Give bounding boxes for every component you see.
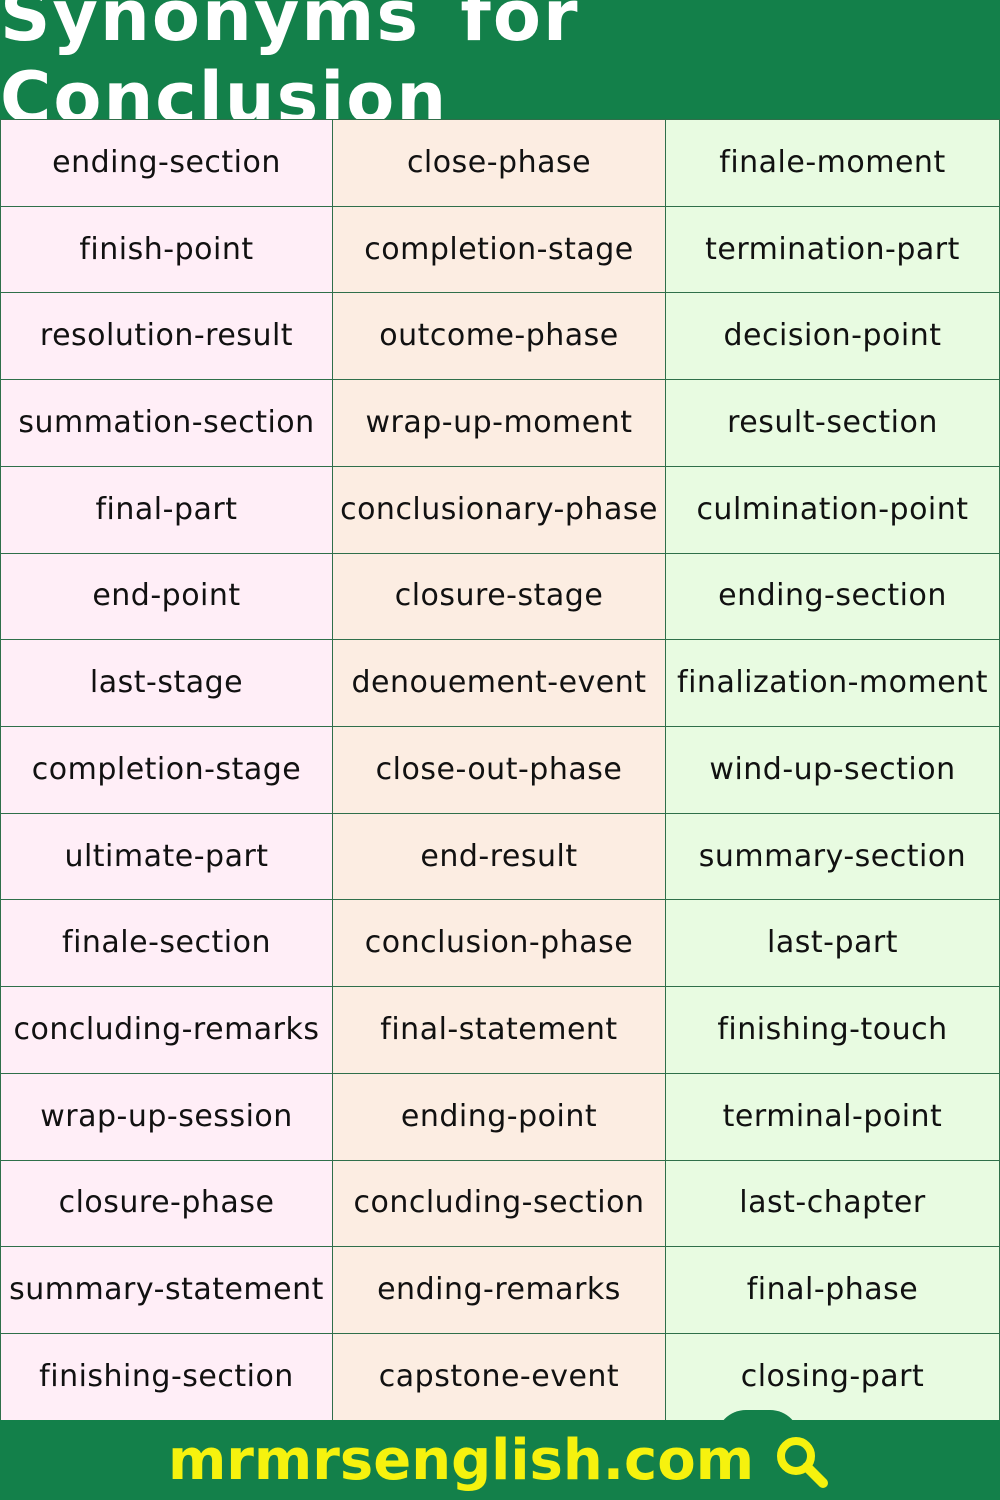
table-cell: finishing-section xyxy=(0,1334,333,1421)
table-cell: concluding-section xyxy=(333,1160,666,1248)
table-cell: conclusion-phase xyxy=(333,900,666,988)
table-cell: final-statement xyxy=(333,987,666,1074)
table-cell: summation-section xyxy=(0,380,333,467)
table-cell: close-out-phase xyxy=(333,727,666,814)
table-cell: wind-up-section xyxy=(666,727,1000,814)
table-cell: summary-statement xyxy=(0,1247,333,1335)
table-cell: conclusionary-phase xyxy=(333,466,666,554)
table-cell: termination-part xyxy=(666,206,1000,294)
table-cell: closing-part xyxy=(666,1334,1000,1421)
table-cell: ending-section xyxy=(0,120,333,207)
table-cell: end-result xyxy=(333,813,666,901)
table-cell: finale-moment xyxy=(666,120,1000,207)
table-cell: wrap-up-moment xyxy=(333,380,666,467)
table-cell: last-stage xyxy=(0,640,333,728)
table-cell: denouement-event xyxy=(333,640,666,728)
table-cell: finale-section xyxy=(0,900,333,988)
table-cell: culmination-point xyxy=(666,466,1000,554)
table-cell: terminal-point xyxy=(666,1073,1000,1161)
table-cell: ending-point xyxy=(333,1073,666,1161)
table-cell: finishing-touch xyxy=(666,987,1000,1074)
table-cell: summary-section xyxy=(666,813,1000,901)
table-cell: closure-phase xyxy=(0,1160,333,1248)
table-cell: wrap-up-session xyxy=(0,1073,333,1161)
search-icon xyxy=(772,1430,832,1490)
page-title: Synonyms for Conclusion xyxy=(0,0,580,139)
footer-banner: mrmrsenglish.com xyxy=(0,1420,1000,1500)
website-link[interactable]: mrmrsenglish.com xyxy=(167,1427,755,1493)
title-banner: Synonyms for Conclusion xyxy=(0,0,1000,139)
table-cell: ultimate-part xyxy=(0,813,333,901)
table-cell: end-point xyxy=(0,553,333,641)
table-cell: finalization-moment xyxy=(666,640,1000,728)
table-cell: resolution-result xyxy=(0,293,333,381)
table-cell: final-part xyxy=(0,466,333,554)
table-cell: decision-point xyxy=(666,293,1000,381)
table-cell: concluding-remarks xyxy=(0,987,333,1074)
table-cell: final-phase xyxy=(666,1247,1000,1335)
table-cell: completion-stage xyxy=(333,206,666,294)
table-cell: ending-section xyxy=(666,553,1000,641)
table-cell: finish-point xyxy=(0,206,333,294)
table-cell: last-part xyxy=(666,900,1000,988)
table-cell: ending-remarks xyxy=(333,1247,666,1335)
table-cell: result-section xyxy=(666,380,1000,467)
table-cell: completion-stage xyxy=(0,727,333,814)
table-cell: last-chapter xyxy=(666,1160,1000,1248)
table-cell: capstone-event xyxy=(333,1334,666,1421)
table-cell: close-phase xyxy=(333,120,666,207)
table-cell: outcome-phase xyxy=(333,293,666,381)
table-cell: closure-stage xyxy=(333,553,666,641)
